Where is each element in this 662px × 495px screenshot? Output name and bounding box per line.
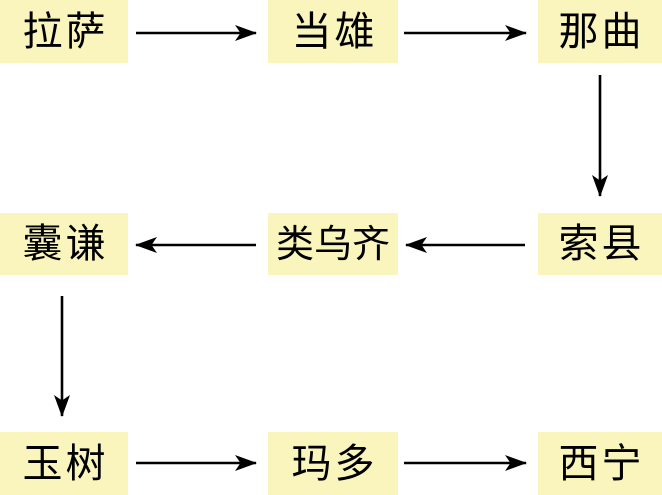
node-nangqian: 囊谦 — [0, 213, 128, 275]
node-leiwuqi: 类乌齐 — [268, 213, 398, 275]
node-naqu: 那曲 — [538, 0, 662, 63]
node-suoxian: 索县 — [538, 213, 662, 275]
node-dangxiong: 当雄 — [268, 0, 398, 63]
node-xining: 西宁 — [538, 432, 662, 495]
node-maduo: 玛多 — [268, 432, 398, 495]
node-lasa: 拉萨 — [0, 0, 128, 63]
node-yushu: 玉树 — [0, 432, 128, 495]
